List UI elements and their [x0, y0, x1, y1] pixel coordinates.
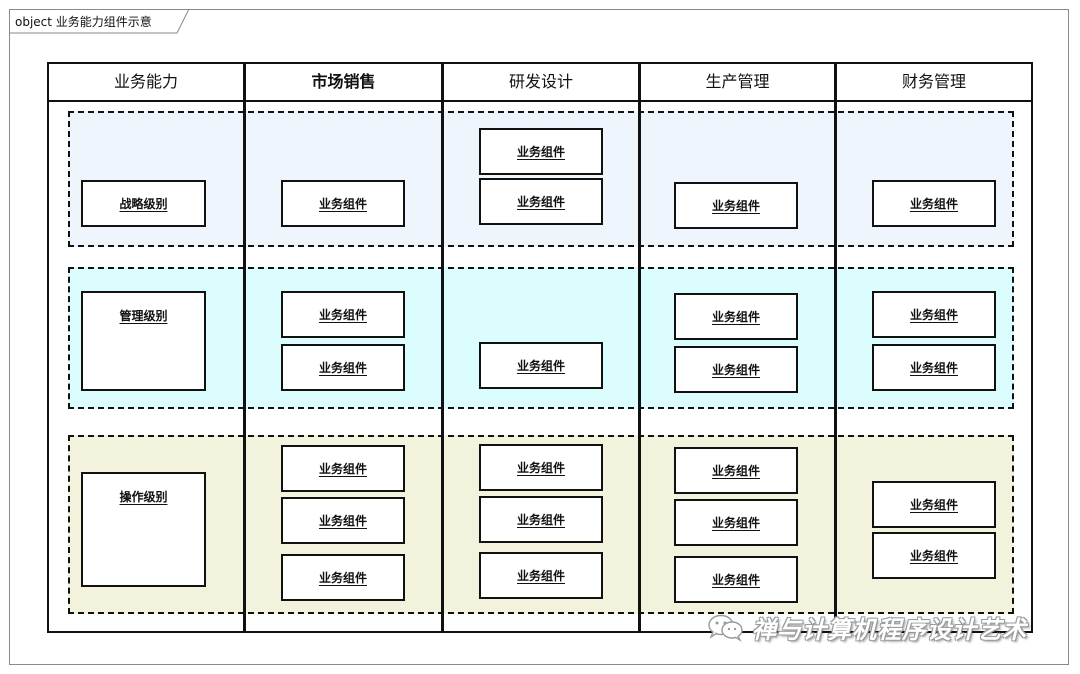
column-header-finance: 财务管理 — [837, 64, 1031, 102]
business-component[interactable]: 业务组件 — [872, 481, 996, 528]
level-label-strategic: 战略级别 — [119, 197, 168, 211]
column-header-capability: 业务能力 — [49, 64, 243, 102]
business-component[interactable]: 业务组件 — [281, 344, 405, 391]
level-label-operation: 操作级别 — [119, 490, 168, 504]
frame-tab-outline — [9, 9, 189, 34]
diagram-frame — [9, 9, 1069, 665]
business-component[interactable]: 业务组件 — [479, 552, 603, 599]
business-component[interactable]: 业务组件 — [674, 447, 798, 494]
business-component-label: 业务组件 — [711, 199, 760, 213]
business-component-label: 业务组件 — [516, 145, 565, 159]
level-box-strategic[interactable]: 战略级别 — [81, 180, 206, 227]
business-component[interactable]: 业务组件 — [281, 180, 405, 227]
business-component[interactable]: 业务组件 — [674, 499, 798, 546]
business-component[interactable]: 业务组件 — [479, 128, 603, 175]
business-component[interactable]: 业务组件 — [479, 496, 603, 543]
business-component[interactable]: 业务组件 — [674, 556, 798, 603]
column-header-marketing-sales: 市场销售 — [246, 64, 441, 102]
business-component-label: 业务组件 — [909, 361, 958, 375]
business-component-label: 业务组件 — [711, 310, 760, 324]
business-component-label: 业务组件 — [909, 197, 958, 211]
business-component[interactable]: 业务组件 — [281, 291, 405, 338]
business-component[interactable]: 业务组件 — [479, 178, 603, 225]
business-component-label: 业务组件 — [516, 195, 565, 209]
business-component-label: 业务组件 — [318, 361, 367, 375]
business-component[interactable]: 业务组件 — [674, 346, 798, 393]
business-component[interactable]: 业务组件 — [872, 291, 996, 338]
level-label-management: 管理级别 — [119, 309, 168, 323]
wechat-icon — [708, 614, 743, 642]
business-component[interactable]: 业务组件 — [281, 445, 405, 492]
watermark: 禅与计算机程序设计艺术 — [706, 612, 1027, 644]
business-component-label: 业务组件 — [516, 359, 565, 373]
column-finance: 财务管理 — [835, 62, 1033, 633]
business-component-label: 业务组件 — [711, 573, 760, 587]
business-component-label: 业务组件 — [516, 569, 565, 583]
business-component-label: 业务组件 — [711, 516, 760, 530]
business-component-label: 业务组件 — [711, 363, 760, 377]
business-component-label: 业务组件 — [318, 197, 367, 211]
business-component-label: 业务组件 — [318, 514, 367, 528]
business-component-label: 业务组件 — [909, 498, 958, 512]
business-component[interactable]: 业务组件 — [872, 180, 996, 227]
business-component-label: 业务组件 — [318, 308, 367, 322]
business-component[interactable]: 业务组件 — [281, 497, 405, 544]
business-component-label: 业务组件 — [516, 513, 565, 527]
column-header-production: 生产管理 — [641, 64, 834, 102]
business-component-label: 业务组件 — [516, 461, 565, 475]
level-box-management[interactable]: 管理级别 — [81, 291, 206, 391]
business-component-label: 业务组件 — [318, 462, 367, 476]
business-component[interactable]: 业务组件 — [674, 293, 798, 340]
business-component[interactable]: 业务组件 — [872, 532, 996, 579]
business-component[interactable]: 业务组件 — [872, 344, 996, 391]
business-component-label: 业务组件 — [909, 308, 958, 322]
business-component[interactable]: 业务组件 — [281, 554, 405, 601]
frame-title: object 业务能力组件示意 — [15, 15, 152, 29]
business-component[interactable]: 业务组件 — [674, 182, 798, 229]
column-header-rd-design: 研发设计 — [444, 64, 638, 102]
watermark-text: 禅与计算机程序设计艺术 — [752, 615, 1027, 644]
business-component-label: 业务组件 — [318, 571, 367, 585]
level-box-operation[interactable]: 操作级别 — [81, 472, 206, 587]
business-component-label: 业务组件 — [711, 464, 760, 478]
business-component[interactable]: 业务组件 — [479, 444, 603, 491]
business-component[interactable]: 业务组件 — [479, 342, 603, 389]
business-component-label: 业务组件 — [909, 549, 958, 563]
